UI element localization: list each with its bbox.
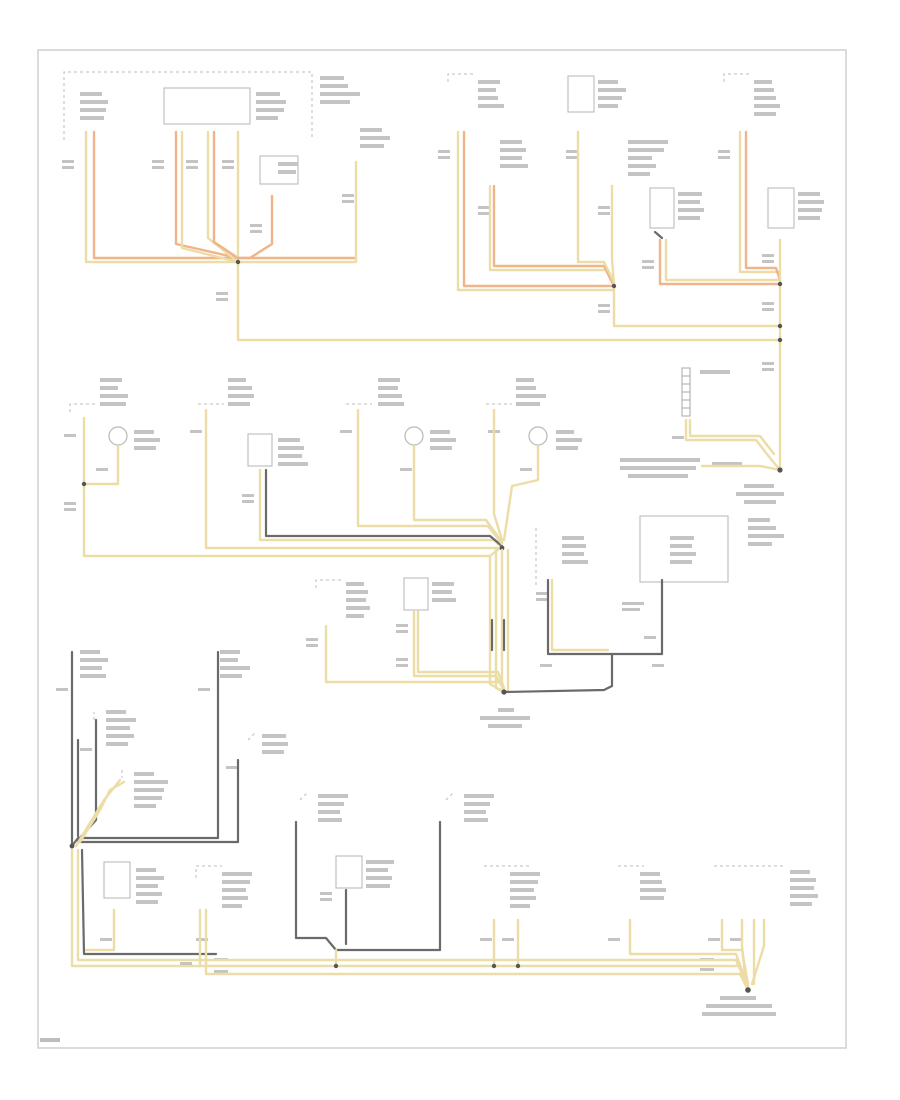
top-left-cluster [62, 71, 782, 342]
wire [174, 130, 240, 260]
bottom-left-cluster [56, 650, 288, 968]
splice [777, 281, 783, 287]
splice [515, 963, 521, 969]
splice [69, 843, 75, 849]
wire [684, 418, 782, 472]
component-label [56, 650, 288, 808]
splice [499, 545, 505, 551]
splice [611, 283, 617, 289]
component-label [62, 76, 390, 301]
wire [80, 848, 218, 956]
wire [236, 260, 782, 342]
lamp-icon [404, 426, 424, 446]
wire [688, 418, 776, 456]
wire [628, 918, 750, 988]
wire [84, 908, 116, 952]
wire [74, 778, 122, 848]
wire [76, 848, 212, 962]
wire [502, 444, 540, 542]
wire [412, 444, 504, 544]
wire [456, 130, 616, 292]
wire [610, 578, 664, 656]
wire [180, 130, 240, 264]
top-right-cluster [438, 73, 824, 472]
battery-ground-group [620, 362, 784, 504]
wire [264, 468, 504, 548]
wire [738, 130, 782, 274]
wire [212, 130, 240, 260]
splice [777, 323, 783, 329]
wire [612, 284, 782, 328]
component-label [318, 794, 494, 901]
splice [333, 963, 339, 969]
lamp-icon [528, 426, 548, 446]
component-label [438, 80, 824, 313]
bottom-center-cluster [294, 791, 494, 952]
ground-point [745, 987, 751, 993]
wire [412, 610, 506, 692]
ground-point [501, 689, 507, 695]
wire [70, 844, 202, 968]
center-ground-cluster [306, 515, 784, 728]
wire [550, 578, 610, 652]
component-label [64, 378, 582, 511]
wire [740, 918, 748, 986]
bottom-row [84, 861, 818, 1016]
wire [502, 578, 614, 694]
middle-lamp-row [64, 378, 582, 558]
wire [462, 130, 616, 288]
wire [744, 130, 782, 282]
wire [204, 408, 500, 550]
component-label [100, 868, 818, 1016]
wire [488, 184, 616, 288]
wire [700, 464, 782, 472]
wire [92, 130, 240, 260]
wire [236, 160, 358, 264]
page-code-mark [40, 1038, 60, 1042]
splice [777, 337, 783, 343]
wire [610, 184, 616, 288]
ground-point [777, 467, 783, 473]
wire [356, 408, 504, 546]
wire [576, 130, 616, 284]
splice [491, 963, 497, 969]
component-label [620, 362, 784, 504]
wire [76, 758, 240, 844]
wire [492, 408, 504, 542]
wire [206, 130, 240, 264]
wire [492, 184, 616, 288]
wire [204, 908, 750, 992]
wire [82, 444, 120, 486]
component-label [306, 518, 784, 728]
wire [198, 964, 750, 992]
splice [81, 481, 87, 487]
wire [750, 918, 766, 986]
wire [70, 650, 220, 848]
wire [664, 238, 782, 282]
wire [658, 238, 782, 286]
wire [294, 820, 442, 952]
wire [78, 780, 126, 844]
diagram-frame [37, 49, 847, 1049]
lamp-icon [108, 426, 128, 446]
splice [235, 259, 241, 265]
wire [84, 130, 240, 264]
